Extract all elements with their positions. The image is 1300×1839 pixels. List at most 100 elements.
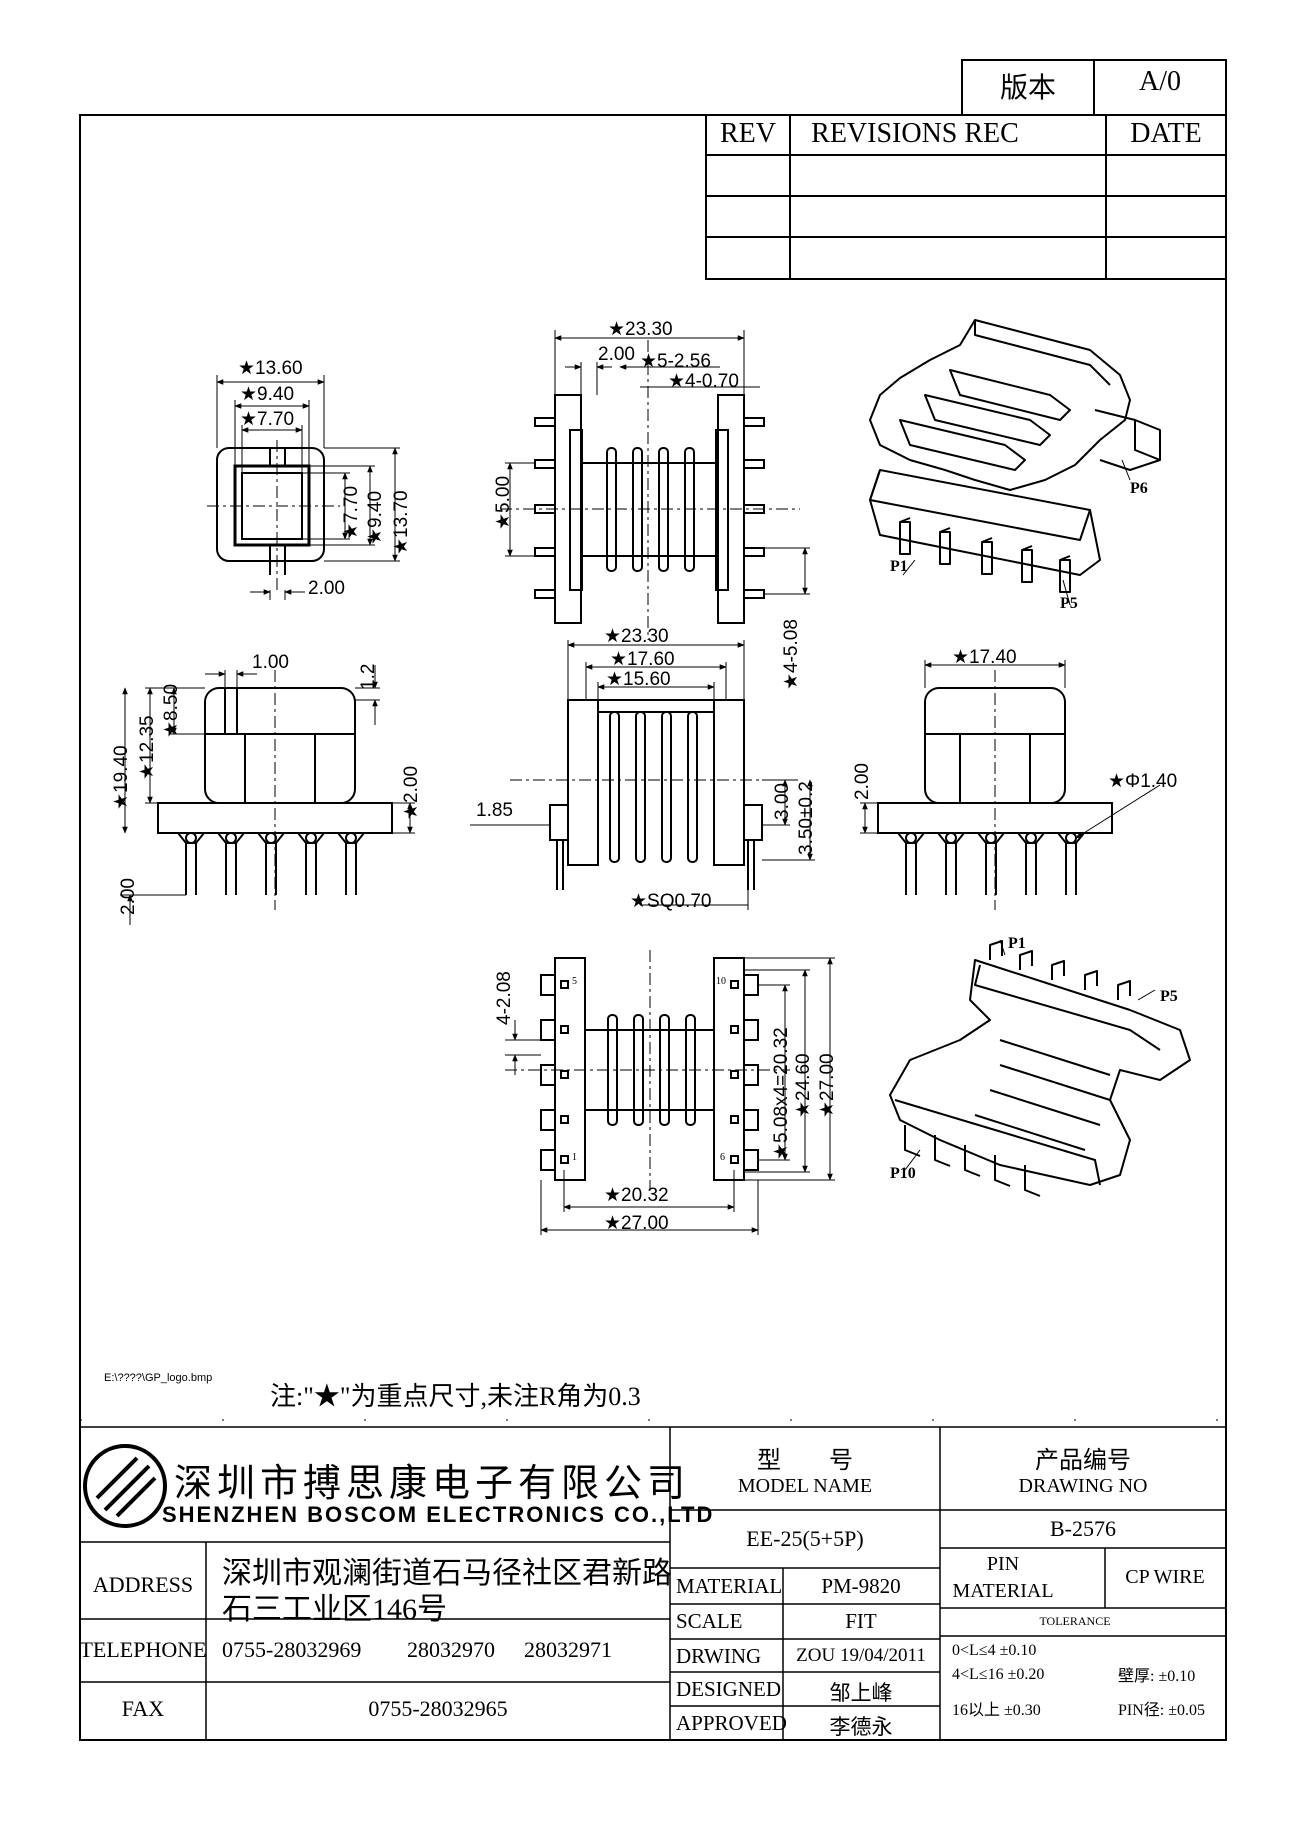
telephone-2: 28032970 [407, 1637, 495, 1662]
drawing-no-value: B-2576 [1050, 1516, 1116, 1541]
dim-23-30-r: ★23.30 [604, 626, 669, 647]
view-iso-bottom [889, 940, 1191, 1197]
material-label: MATERIAL [676, 1574, 783, 1598]
pin-number-5: 5 [572, 976, 577, 987]
pin-label-p6-top: P6 [1130, 480, 1148, 497]
view-middle-front-dims [470, 640, 815, 910]
tolerance-row-3: 16以上 ±0.30 [952, 1702, 1041, 1719]
dim-1-2: 1.2 [358, 663, 379, 690]
dim-9-40: ★9.40 [240, 384, 295, 405]
drawing-note: 注:"★"为重点尺寸,未注R角为0.3 [270, 1382, 641, 1411]
company-logo-icon [83, 1444, 167, 1528]
title-block-grid [80, 1426, 1226, 1740]
tolerance-row-2: 4<L≤16 ±0.20 [952, 1666, 1045, 1683]
view-right-side-dims [860, 660, 1161, 910]
telephone-1: 0755-28032969 [222, 1637, 362, 1662]
tolerance-label: TOLERANCE [1039, 1614, 1111, 1628]
cp-wire: CP WIRE [1125, 1566, 1205, 1588]
company-name-cn: 深圳市搏思康电子有限公司 [174, 1463, 691, 1505]
telephone-3: 28032971 [524, 1637, 612, 1662]
dim-5-08x4: ★5.08x4=20.32 [771, 1027, 792, 1160]
wall-thickness-tolerance: 壁厚: ±0.10 [1118, 1668, 1196, 1685]
model-name-cn: 型 号 [757, 1448, 853, 1474]
address-line-1: 深圳市观澜街道石马径社区君新路 [222, 1557, 672, 1590]
dim-1-00: 1.00 [252, 652, 289, 673]
version-value: A/0 [1139, 66, 1181, 97]
view-front-dims [500, 330, 810, 640]
dim-19-40: ★19.40 [111, 745, 132, 810]
designed-value: 邹上峰 [829, 1681, 893, 1705]
dim-13-60: ★13.60 [238, 358, 303, 379]
dim-phi-1-40: ★Φ1.40 [1108, 771, 1178, 792]
pin-number-6: 6 [720, 1152, 725, 1163]
approved-value: 李德永 [829, 1715, 893, 1739]
dim-27-00: ★27.00 [604, 1213, 669, 1234]
material-value: PM-9820 [821, 1574, 901, 1598]
logo-path-text: E:\????\GP_logo.bmp [104, 1372, 213, 1384]
pin-label-p5-top: P5 [1060, 595, 1078, 612]
approved-label: APPROVED [676, 1711, 787, 1735]
dim-27-00-vertical: ★27.00 [817, 1053, 838, 1118]
pin-material-label: MATERIAL [952, 1580, 1054, 1602]
rev-header: REV [720, 118, 776, 149]
dim-3-00: 3.00 [772, 783, 793, 820]
address-label: ADDRESS [92, 1572, 194, 1597]
pin-leaders [902, 459, 1156, 1171]
revisions-rec-header: REVISIONS REC [811, 118, 1019, 149]
scale-value: FIT [845, 1609, 877, 1633]
model-name-value: EE-25(5+5P) [746, 1526, 864, 1551]
dim-4-2-08: 4-2.08 [494, 971, 515, 1025]
dim-12-35: ★12.35 [137, 715, 158, 780]
dim-9-40-vertical: ★9.40 [365, 490, 386, 545]
pin-label-p1-bottom: P1 [1008, 935, 1026, 952]
drawing-no-cn: 产品编号 [1035, 1448, 1131, 1474]
company-name-en: SHENZHEN BOSCOM ELECTRONICS CO.,LTD [162, 1502, 715, 1527]
view-middle-front [549, 699, 763, 890]
pin-label-p10-bottom: P10 [890, 1165, 916, 1182]
dim-7-70-vertical: ★7.70 [341, 485, 362, 540]
view-top-square [216, 447, 325, 575]
fax-label: FAX [121, 1696, 165, 1721]
fax-value: 0755-28032965 [368, 1696, 508, 1721]
version-label: 版本 [999, 73, 1057, 104]
dim-24-60: ★24.60 [793, 1053, 814, 1118]
dim-2-00-bottom-left: 2.00 [118, 878, 139, 915]
dim-2-00: 2.00 [598, 344, 635, 365]
telephone-label: TELEPHONE [79, 1637, 207, 1662]
model-name-en: MODEL NAME [737, 1475, 873, 1497]
address-line-2: 石三工业区146号 [222, 1593, 447, 1626]
pin-label: PIN [986, 1553, 1020, 1575]
dim-4-5-08: ★4-5.08 [781, 619, 802, 690]
pin-label-p5-bottom: P5 [1160, 988, 1178, 1005]
dim-2-00-g: 2.00 [308, 578, 345, 599]
scale-label: SCALE [676, 1609, 743, 1633]
view-iso-top [869, 319, 1161, 593]
view-left-side-dims [120, 665, 415, 925]
pin-label-p1-top: P1 [890, 558, 908, 575]
dim-sq-0-70: ★SQ0.70 [630, 891, 712, 912]
dim-2-00-right: 2.00 [852, 763, 873, 800]
drawing-date: ZOU 19/04/2011 [796, 1645, 926, 1666]
frame [79, 59, 1227, 1741]
drawing-label: DRWING [676, 1644, 762, 1668]
dim-1-85: 1.85 [476, 800, 513, 821]
drawing-no-en: DRAWING NO [1018, 1475, 1148, 1497]
dim-15-60: ★15.60 [606, 669, 671, 690]
pin-number-10: 10 [716, 976, 726, 987]
dim-2-00-l: ★2.00 [401, 765, 422, 820]
dim-13-70-vertical: ★13.70 [391, 490, 412, 555]
designed-label: DESIGNED [676, 1677, 781, 1701]
dim-5-2-56: ★5-2.56 [640, 351, 711, 372]
pin-diameter-tolerance: PIN径: ±0.05 [1118, 1702, 1206, 1719]
dim-23-30-o: ★23.30 [608, 319, 673, 340]
view-top-square-dims [207, 375, 400, 600]
dim-17-60: ★17.60 [610, 649, 675, 670]
dim-17-40: ★17.40 [952, 647, 1017, 668]
tolerance-row-1: 0<L≤4 ±0.10 [952, 1642, 1037, 1659]
dim-3-50: 3.50±0.2 [796, 781, 817, 855]
dim-20-32: ★20.32 [604, 1185, 669, 1206]
dim-8-50: ★8.50 [161, 683, 182, 738]
dim-7-70: ★7.70 [240, 409, 295, 430]
